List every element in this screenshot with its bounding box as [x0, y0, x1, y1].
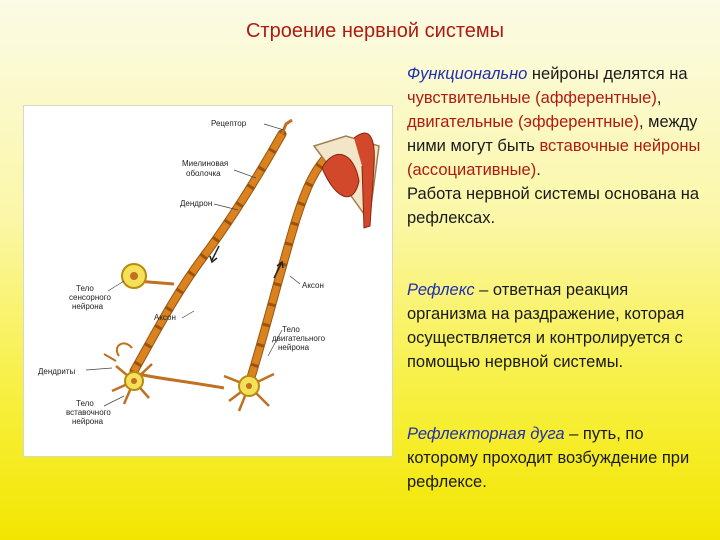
label-motor-body-2: двигательного: [272, 334, 326, 343]
label-motor-body-1: Тело: [282, 325, 300, 334]
label-axon-left: Аксон: [154, 313, 176, 322]
label-inter-body-1: Тело: [76, 399, 94, 408]
sensory-soma: [121, 263, 175, 289]
label-myelin-2: оболочка: [186, 169, 221, 178]
p1-text-3: , между ними могут быть: [407, 113, 698, 155]
label-inter-body-2: вставочного: [66, 408, 111, 417]
p1-text-4: .: [536, 161, 541, 179]
p3-text: – путь, по которому проходит возбуждение…: [407, 425, 690, 491]
arm-muscle: [312, 132, 380, 229]
page-title: Строение нервной системы: [245, 20, 505, 42]
label-dendrites: Дендриты: [38, 367, 76, 376]
paragraph-reflex: Рефлекс – ответная реакция организма на …: [407, 278, 707, 374]
paragraph-reflex-arc: Рефлекторная дуга – путь, по которому пр…: [407, 422, 707, 494]
label-inter-body-3: нейрона: [72, 417, 104, 426]
term-functional: Функционально: [407, 65, 528, 83]
reflex-arc-figure: Рецептор Миелиновая оболочка Дендрон Акс…: [23, 105, 393, 457]
direction-arrows: [209, 245, 284, 279]
label-myelin-1: Миелиновая: [182, 159, 228, 168]
term-motor: двигательные (эфферентные): [407, 113, 639, 131]
label-sensory-body-3: нейрона: [72, 302, 104, 311]
paragraph-neuron-types: Функционально нейроны делятся на чувстви…: [407, 62, 707, 230]
label-axon-right: Аксон: [302, 281, 324, 290]
motor-fiber: [244, 149, 334, 389]
sensory-fiber: [129, 118, 293, 376]
p1-text-5: Работа нервной системы основана на рефле…: [407, 185, 700, 227]
term-reflex: Рефлекс: [407, 281, 475, 299]
term-interneuron: вставочные нейроны (ассоциативные): [407, 137, 701, 179]
interneuron-soma: [103, 342, 225, 405]
leader-lines: [85, 123, 301, 407]
label-sensory-body-2: сенсорного: [69, 293, 111, 302]
label-dendrite: Дендрон: [180, 199, 212, 208]
label-motor-body-3: нейрона: [278, 343, 310, 352]
label-receptor: Рецептор: [211, 119, 247, 128]
reflex-arc-diagram: Рецептор Миелиновая оболочка Дендрон Акс…: [38, 118, 380, 426]
p1-text-2: ,: [656, 89, 662, 107]
label-sensory-body-1: Тело: [76, 284, 94, 293]
term-sensory: чувствительные (афферентные): [407, 89, 657, 107]
p1-text-1: нейроны делятся на: [527, 65, 688, 83]
term-reflex-arc: Рефлекторная дуга: [407, 425, 565, 443]
motor-soma: [223, 372, 275, 412]
p2-text: – ответная реакция организма на раздраже…: [407, 281, 685, 371]
